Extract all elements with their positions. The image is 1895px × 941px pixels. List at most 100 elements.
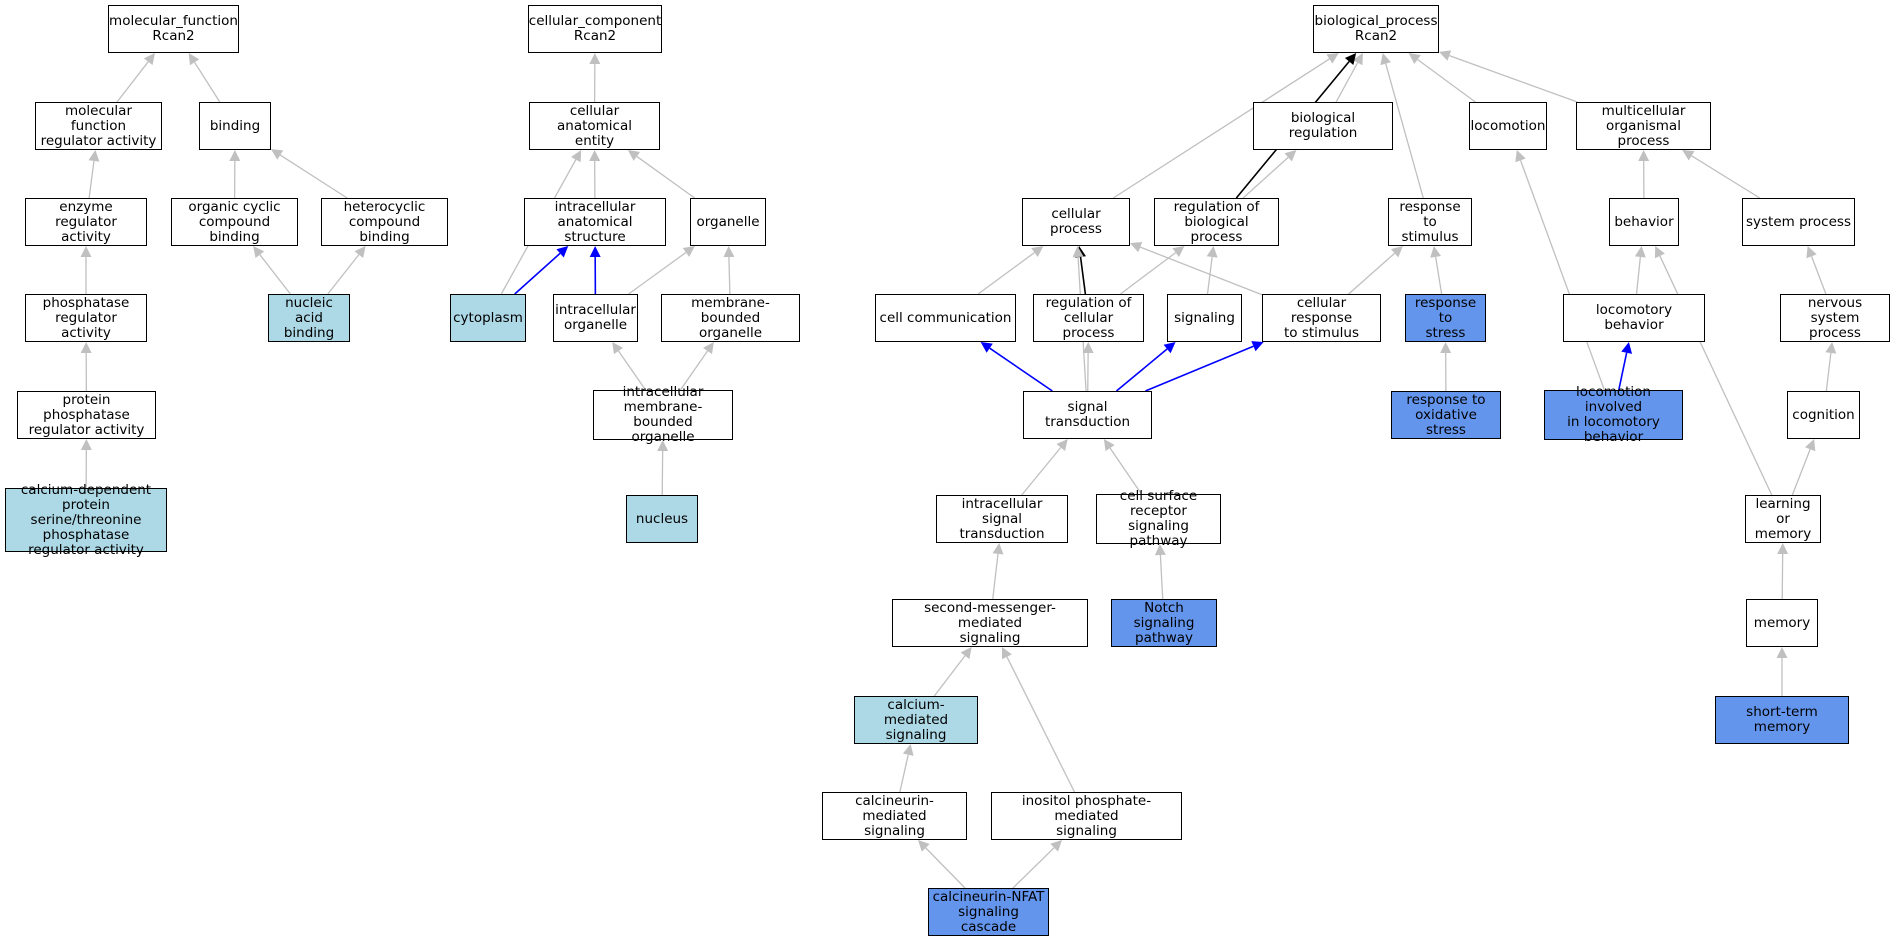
node-heterocyclic-compound-binding[interactable]: heterocyclic compound binding [321, 198, 448, 246]
edge-second_msg-to-ic_sig_trans [992, 553, 999, 600]
edge-binding-to-mf_root [194, 61, 221, 103]
node-nucleus[interactable]: nucleus [626, 495, 698, 543]
node-intracellular-membrane-bounded-organelle[interactable]: intracellular membrane-bounded organelle [593, 385, 733, 445]
node-system-process[interactable]: system process [1742, 198, 1855, 246]
arrowhead-calcineurin_nfat-to-inositol [1050, 840, 1062, 852]
node-cognition[interactable]: cognition [1787, 391, 1860, 439]
node-nervous-system-process[interactable]: nervous system process [1780, 294, 1890, 342]
arrowhead-ic_mem_organelle-to-mem_organelle [703, 342, 714, 355]
node-locomotion-involved-in-locomotory-behavior[interactable]: locomotion involved in locomotory behavi… [1544, 385, 1683, 445]
edge-cell_comm-to-cell_proc [977, 251, 1035, 295]
edge-learn_mem-to-cognition [1791, 449, 1811, 496]
node-second-messenger-mediated-signaling[interactable]: second-messenger-mediated signaling [892, 599, 1088, 647]
arrowhead-system_proc-to-multicell [1682, 150, 1695, 161]
node-organic-cyclic-compound-binding[interactable]: organic cyclic compound binding [171, 198, 298, 246]
arrowhead-reg_bio_proc-to-bp_root [1344, 53, 1357, 65]
arrowhead-ic_organelle-to-ic_anat [589, 246, 601, 258]
edge-multicell-to-bp_root [1449, 54, 1578, 103]
node-learning-or-memory[interactable]: learning or memory [1745, 495, 1821, 543]
edge-reg_bio_proc-to-bio_reg [1242, 156, 1289, 199]
arrowhead-nucleus-to-ic_mem_organelle [657, 440, 669, 452]
arrowhead-short_mem-to-memory [1776, 647, 1788, 658]
edge-ic_mem_organelle-to-ic_organelle [617, 350, 647, 391]
node-protein-phosphatase-regulator-activity[interactable]: protein phosphatase regulator activity [17, 391, 156, 439]
edge-cell_surface-to-sig_trans [1109, 447, 1142, 495]
arrowhead-memory-to-learn_mem [1777, 543, 1789, 555]
node-response-to-oxidative-stress[interactable]: response to oxidative stress [1391, 391, 1501, 439]
node-calcineurin-mediated-signaling[interactable]: calcineurin-mediated signaling [822, 792, 967, 840]
arrowhead-second_msg-to-ic_sig_trans [992, 543, 1004, 555]
node-enzyme-regulator-activity[interactable]: enzyme regulator activity [25, 198, 147, 246]
arrowhead-cell_resp_stim-to-cell_proc [1130, 241, 1143, 253]
edge-organelle-to-cell_anat [636, 155, 696, 199]
node-membrane-bounded-organelle[interactable]: membrane-bounded organelle [661, 294, 800, 342]
arrowhead-nucleic_acid-to-heterocyclic [354, 246, 366, 259]
node-biological-regulation[interactable]: biological regulation [1253, 102, 1393, 150]
node-cellular-anatomical-entity[interactable]: cellular anatomical entity [529, 102, 660, 150]
node-inositol-phosphate-mediated-signaling[interactable]: inositol phosphate-mediated signaling [991, 792, 1182, 840]
edge-ic_sig_trans-to-sig_trans [1021, 447, 1062, 496]
arrowhead-sig_trans-to-cell_proc [1072, 246, 1084, 258]
node-molecular-function-regulator-activity[interactable]: molecular function regulator activity [35, 102, 162, 150]
node-intracellular-organelle[interactable]: intracellular organelle [553, 294, 638, 342]
node-locomotion[interactable]: locomotion [1469, 102, 1547, 150]
node-calcium-dependent-phosphatase-regulator-activity[interactable]: calcium-dependent protein serine/threoni… [5, 482, 167, 557]
arrowhead-calcineurin_med-to-calcium_med [902, 744, 914, 756]
arrowhead-cell_anat-to-cc_root [589, 53, 601, 65]
node-organelle[interactable]: organelle [690, 198, 766, 246]
node-cell-communication[interactable]: cell communication [875, 294, 1016, 342]
node-signaling[interactable]: signaling [1167, 294, 1242, 342]
node-memory[interactable]: memory [1746, 599, 1818, 647]
node-response-to-stimulus[interactable]: response to stimulus [1388, 198, 1472, 246]
arrowhead-mf_reg-to-mf_root [143, 53, 155, 66]
arrowhead-sig_trans-to-signaling [1163, 342, 1176, 354]
node-cellular-response-to-stimulus[interactable]: cellular response to stimulus [1262, 294, 1381, 342]
arrowhead-ic_organelle-to-organelle [682, 246, 695, 257]
node-multicellular-organismal-process[interactable]: multicellular organismal process [1576, 102, 1711, 150]
node-cell-surface-receptor-signaling-pathway[interactable]: cell surface receptor signaling pathway [1096, 489, 1221, 549]
node-binding[interactable]: binding [199, 102, 271, 150]
edge-ic_mem_organelle-to-mem_organelle [679, 350, 709, 391]
arrowhead-sig_trans-to-reg_cell_proc [1082, 342, 1094, 354]
edge-cognition-to-nervous_sys [1825, 352, 1832, 392]
node-signal-transduction[interactable]: signal transduction [1023, 391, 1152, 439]
node-intracellular-signal-transduction[interactable]: intracellular signal transduction [936, 495, 1068, 543]
node-biological-process-root[interactable]: biological_process Rcan2 [1313, 5, 1439, 53]
arrowhead-inositol-to-second_msg [1002, 647, 1012, 660]
edge-heterocyclic-to-binding [279, 154, 348, 199]
node-molecular-function-root[interactable]: molecular_function Rcan2 [108, 5, 239, 53]
node-short-term-memory[interactable]: short-term memory [1715, 696, 1849, 744]
edge-mf_reg-to-mf_root [116, 61, 149, 103]
node-calcium-mediated-signaling[interactable]: calcium-mediated signaling [854, 696, 978, 744]
arrowhead-sig_trans-to-cell_resp_stim [1251, 341, 1264, 352]
node-intracellular-anatomical-structure[interactable]: intracellular anatomical structure [524, 198, 666, 246]
arrowhead-resp_stress-to-resp_stim [1430, 246, 1442, 258]
edge-calcineurin_med-to-calcium_med [899, 754, 909, 793]
node-behavior[interactable]: behavior [1609, 198, 1679, 246]
node-phosphatase-regulator-activity[interactable]: phosphatase regulator activity [25, 294, 147, 342]
edge-loco_involved-to-loco_behavior [1618, 352, 1628, 391]
edge-cytoplasm-to-ic_anat [514, 252, 561, 295]
node-response-to-stress[interactable]: response to stress [1405, 294, 1486, 342]
edge-learn_mem-to-behavior [1659, 255, 1773, 496]
node-cytoplasm[interactable]: cytoplasm [450, 294, 526, 342]
node-cellular-component-root[interactable]: cellular_component Rcan2 [528, 5, 662, 53]
node-locomotory-behavior[interactable]: locomotory behavior [1563, 294, 1705, 342]
arrowhead-loco_behavior-to-behavior [1634, 246, 1646, 258]
arrowhead-calcineurin_nfat-to-calcineurin_med [918, 840, 930, 852]
arrowhead-learn_mem-to-cognition [1805, 439, 1816, 452]
node-regulation-of-cellular-process[interactable]: regulation of cellular process [1033, 294, 1144, 342]
edge-resp_stress-to-resp_stim [1434, 256, 1443, 295]
node-regulation-of-biological-process[interactable]: regulation of biological process [1154, 198, 1279, 246]
node-calcineurin-nfat-signaling-cascade[interactable]: calcineurin-NFAT signaling cascade [928, 888, 1049, 936]
edge-enzyme_reg-to-mf_reg [88, 160, 95, 199]
node-notch-signaling-pathway[interactable]: Notch signaling pathway [1111, 599, 1217, 647]
edge-sig_trans-to-signaling [1115, 348, 1168, 392]
arrowhead-binding-to-mf_root [188, 53, 200, 66]
edge-calcium_med-to-second_msg [933, 655, 966, 697]
arrowhead-resp_stim-to-bp_root [1380, 53, 1391, 66]
arrowhead-cytoplasm-to-ic_anat [556, 246, 569, 258]
node-cellular-process[interactable]: cellular process [1022, 198, 1130, 246]
edge-cell_resp_stim-to-cell_proc [1140, 246, 1263, 296]
node-nucleic-acid-binding[interactable]: nucleic acid binding [268, 294, 350, 342]
